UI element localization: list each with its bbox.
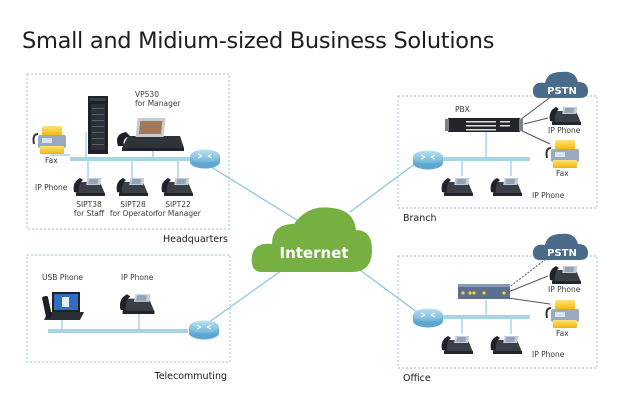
ip-phone-icon: [549, 107, 581, 125]
ip-phone-t28-icon: [116, 178, 148, 196]
page-title: Small and Midium-sized Business Solution…: [22, 28, 495, 54]
fax-icon: [545, 299, 580, 329]
t28-label-line2: for Operator: [110, 209, 157, 218]
router-icon: [189, 148, 221, 170]
zone-label-headquarters: Headquarters: [163, 234, 228, 245]
laptop-usb-phone-icon: [42, 292, 84, 320]
server-rack-icon: [88, 96, 108, 154]
ip-phone-bottom-label: IP Phone: [532, 191, 565, 200]
zone-border: [26, 254, 231, 363]
ip-phone-label: IP Phone: [35, 183, 68, 192]
t38-label-line2: for Staff: [74, 209, 105, 218]
ip-phone-top-label: IP Phone: [548, 285, 581, 294]
fax-label: Fax: [556, 329, 569, 338]
ip-phone-t38-icon: [73, 178, 105, 196]
fax-label: Fax: [556, 169, 569, 178]
link-branch-internet: [349, 159, 421, 213]
t38-label-line1: SIPT38: [76, 200, 102, 209]
zone-border: [397, 95, 598, 209]
t22-label-line1: SIPT22: [165, 200, 191, 209]
zone-office: PSTN IP Phone Fax IP Phone Office: [397, 233, 598, 384]
router-icon: [412, 307, 444, 329]
zone-telecommuting: USB Phone IP Phone Telecommuting: [26, 254, 231, 382]
internet-label: Internet: [279, 244, 348, 262]
t28-label-line1: SIPT28: [120, 200, 146, 209]
pstn-cloud: PSTN: [532, 233, 588, 260]
gateway-icon: [458, 284, 510, 299]
ip-phone-t22-icon: [161, 178, 193, 196]
t22-label-line2: for Manager: [155, 209, 201, 218]
zone-label-branch: Branch: [403, 213, 437, 224]
fax-label: Fax: [45, 156, 58, 165]
router-icon: [412, 149, 444, 171]
zone-branch: PSTN PBX IP Phone Fax IP Phone Branch: [397, 71, 598, 224]
ip-phone-icon: [490, 178, 522, 196]
ip-phone-icon: [441, 178, 473, 196]
ip-phone-bottom-label: IP Phone: [532, 350, 565, 359]
usb-phone-label: USB Phone: [42, 273, 83, 282]
vp530-label-line1: VP530: [135, 90, 159, 99]
ip-phone-icon: [490, 336, 522, 354]
lan-bus: [48, 329, 188, 333]
lan-bus: [440, 157, 530, 161]
zone-border: [26, 73, 230, 230]
lan-bus: [440, 315, 530, 319]
zone-label-office: Office: [403, 373, 431, 384]
router-icon: [188, 319, 220, 341]
lan-bus: [70, 157, 195, 161]
wan-links: [199, 159, 426, 326]
video-phone-icon: [117, 118, 184, 151]
pstn-cloud: PSTN: [532, 71, 588, 98]
link-hq-internet: [199, 159, 301, 223]
pstn-label: PSTN: [547, 248, 577, 259]
link-telecommuting-internet: [204, 267, 286, 326]
internet-cloud: Internet: [251, 207, 372, 272]
ip-phone-icon: [441, 336, 473, 354]
pstn-label: PSTN: [547, 86, 577, 97]
ip-phone-top-label: IP Phone: [548, 126, 581, 135]
ip-phone-label: IP Phone: [121, 273, 154, 282]
fax-icon: [545, 139, 580, 169]
ip-phone-icon: [119, 294, 155, 314]
pbx-label: PBX: [455, 105, 470, 114]
zone-headquarters: VP530 for Manager Fax IP Phone SIPT38 fo…: [26, 73, 230, 245]
link-office-internet: [359, 269, 426, 319]
zone-border: [397, 255, 598, 369]
vp530-label-line2: for Manager: [135, 99, 181, 108]
pbx-icon: [445, 118, 523, 132]
zone-label-telecommuting: Telecommuting: [154, 371, 228, 382]
ip-phone-icon: [549, 266, 581, 284]
fax-icon: [32, 125, 67, 155]
